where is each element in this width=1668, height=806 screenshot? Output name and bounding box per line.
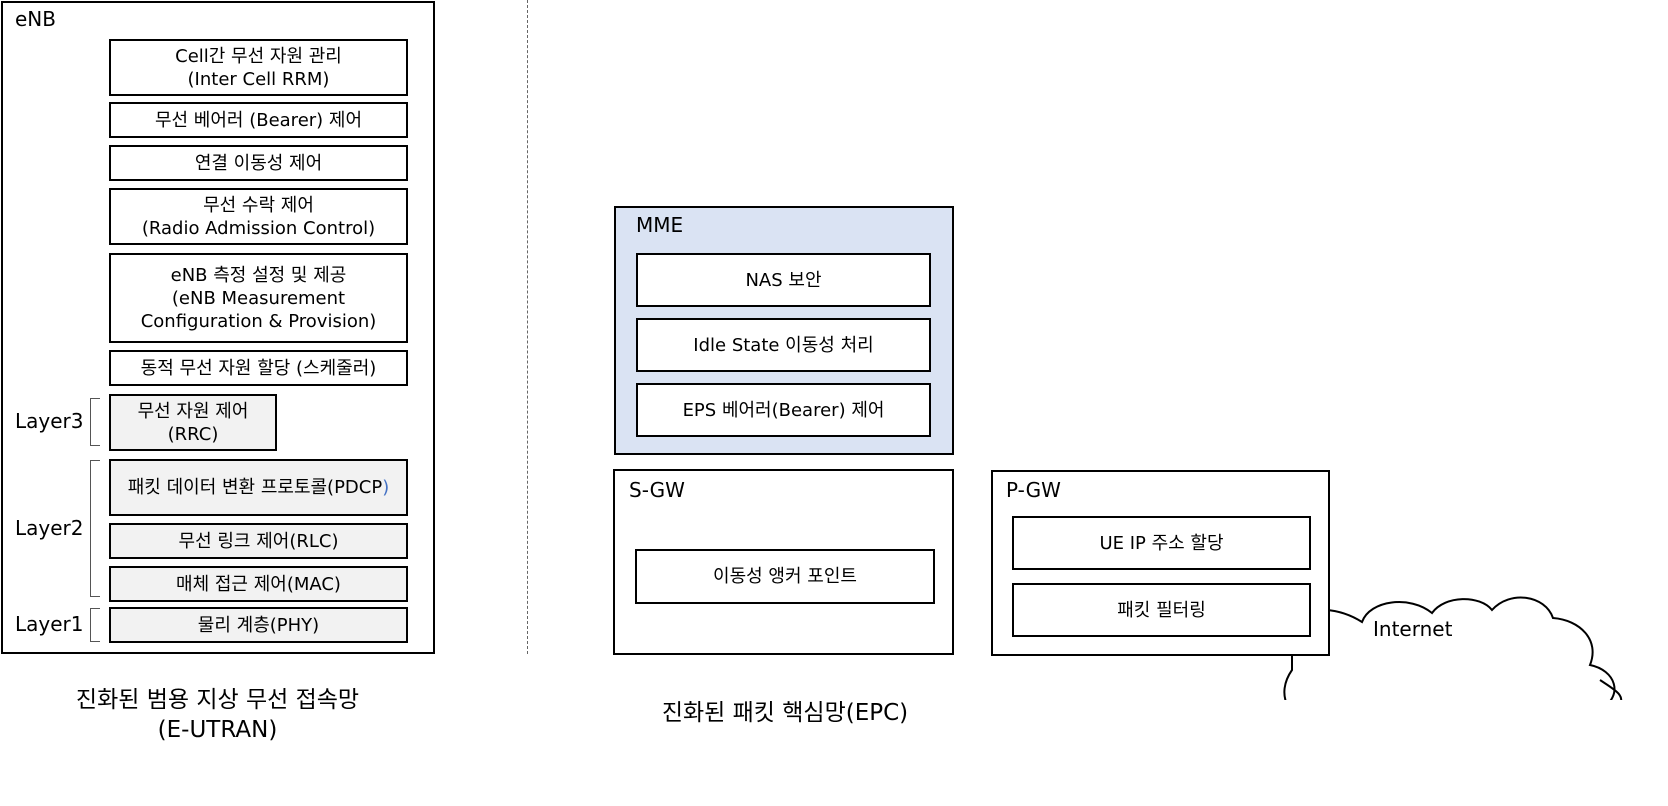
layer3-bracket [90,398,100,446]
epc-caption: 진화된 패킷 핵심망(EPC) [661,700,909,726]
mme-function-nas-security: NAS 보안 [636,253,931,307]
pgw-function-ue-ip-allocation: UE IP 주소 할당 [1012,516,1311,570]
mme-function-eps-bearer-control: EPS 베어러(Bearer) 제어 [636,383,931,437]
layer2-mac: 매체 접근 제어(MAC) [109,566,408,602]
pgw-title: P-GW [1006,478,1061,502]
mme-function-idle-mobility: Idle State 이동성 처리 [636,318,931,372]
eutran-caption: 진화된 범용 지상 무선 접속망 (E-UTRAN) [75,687,360,743]
layer1-phy: 물리 계층(PHY) [109,607,408,643]
enb-function-inter-cell-rrm: Cell간 무선 자원 관리 (Inter Cell RRM) [109,39,408,96]
layer2-pdcp-suffix: ) [382,477,390,498]
mme-title: MME [636,213,684,237]
enb-title: eNB [15,7,56,31]
layer3-label: Layer3 [15,409,84,433]
network-divider [527,0,528,654]
enb-function-radio-admission-control: 무선 수락 제어 (Radio Admission Control) [109,188,408,245]
layer2-pdcp: 패킷 데이터 변환 프로토콜(PDCP) [109,459,408,516]
layer2-pdcp-label: 패킷 데이터 변환 프로토콜(PDCP [127,477,383,498]
enb-function-radio-bearer-control: 무선 베어러 (Bearer) 제어 [109,102,408,138]
layer1-bracket [90,608,100,642]
layer2-bracket [90,460,100,597]
enb-function-connection-mobility-control: 연결 이동성 제어 [109,145,408,181]
cloud-icon [1283,596,1623,700]
enb-function-dynamic-resource-allocation: 동적 무선 자원 할당 (스케줄러) [109,350,408,386]
internet-label: Internet [1373,617,1453,641]
layer2-rlc: 무선 링크 제어(RLC) [109,523,408,559]
layer3-rrc: 무선 자원 제어 (RRC) [109,394,277,451]
enb-function-measurement-configuration: eNB 측정 설정 및 제공 (eNB Measurement Configur… [109,253,408,343]
layer2-label: Layer2 [15,516,84,540]
pgw-function-packet-filtering: 패킷 필터링 [1012,583,1311,637]
sgw-function-mobility-anchor: 이동성 앵커 포인트 [635,549,935,604]
layer1-label: Layer1 [15,612,84,636]
sgw-title: S-GW [629,478,685,502]
